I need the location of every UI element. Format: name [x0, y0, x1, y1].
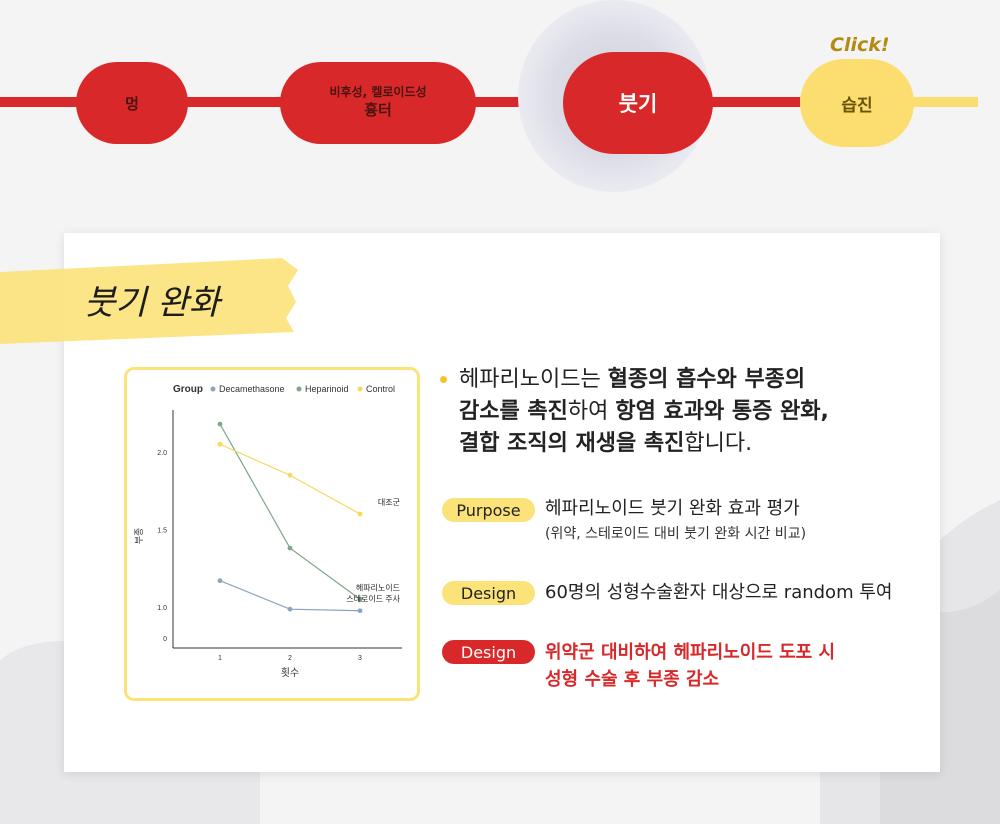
series-line-heparinoid [219, 423, 361, 600]
lead-bullet [440, 376, 447, 383]
data-point-decamethasone [217, 578, 223, 584]
click-hint: Click! [830, 34, 890, 56]
lead-text-2: 하여 [567, 399, 616, 424]
y-axis-label: 부종 [134, 528, 144, 545]
legend-decamethasone: Decamethasone [219, 384, 285, 394]
legend-heparinoid: Heparinoid [305, 384, 349, 394]
y-tick-label: 1.0 [157, 605, 167, 612]
x-axis-label: 횟수 [281, 667, 299, 679]
x-tick-label: 3 [358, 655, 362, 662]
data-point-heparinoid [217, 421, 223, 427]
data-point-control [287, 472, 293, 478]
step-scar-button[interactable]: 비후성, 켈로이드성 흉터 [280, 62, 476, 144]
step-bruise-label: 멍 [125, 94, 139, 113]
x-tick-label: 2 [288, 655, 292, 662]
data-point-control [357, 511, 363, 517]
legend-swatch-decamethasone [210, 386, 216, 392]
step-pigment-label: 습진 [841, 95, 873, 116]
result-text-line2: 성형 수술 후 부종 감소 [545, 669, 720, 690]
purpose-text: 헤파리노이드 붓기 완화 효과 평가 [545, 498, 800, 519]
chart-box: Group Decamethasone Heparinoid Control 부… [124, 367, 420, 701]
data-point-heparinoid [287, 545, 293, 551]
edema-line-chart: Group Decamethasone Heparinoid Control 부… [134, 384, 402, 679]
step-bruise-button[interactable]: 멍 [76, 62, 188, 144]
y-tick-label: 2.0 [157, 450, 167, 457]
section-title: 붓기 완화 [84, 283, 220, 323]
purpose-tag: Purpose [442, 498, 535, 522]
y-tick-label: 1.5 [157, 528, 167, 535]
data-point-decamethasone [287, 606, 293, 612]
data-point-decamethasone [357, 608, 363, 614]
series-label-heparinoid: 헤파리노이드 [356, 582, 400, 592]
title-tape [0, 258, 298, 344]
lead-bold-4: 결합 조직의 재생을 촉진 [459, 431, 685, 456]
result-text-line1: 위약군 대비하여 헤파리노이드 도포 시 [545, 642, 836, 663]
result-tag: Design [442, 640, 535, 664]
step-swelling-label: 붓기 [618, 92, 658, 116]
x-tick-label: 1 [218, 655, 222, 662]
data-point-control [217, 441, 223, 447]
legend-swatch-control [357, 386, 363, 392]
step-swelling-button[interactable]: 붓기 [563, 52, 713, 154]
purpose-subtext: (위약, 스테로이드 대비 붓기 완화 시간 비교) [545, 526, 807, 542]
lead-bold-3: 항염 효과와 통증 완화, [615, 399, 829, 424]
step-pigment-button[interactable]: 습진 [800, 59, 914, 147]
series-label-control: 대조군 [378, 498, 400, 507]
legend-title: Group [173, 384, 203, 395]
series-label-decamethasone: 스테로이드 주사 [346, 594, 400, 604]
design-tag: Design [442, 581, 535, 605]
lead-bold-1: 혈종의 흡수와 부종의 [607, 367, 806, 392]
lead-text-3: 합니다. [684, 431, 753, 456]
lead-bold-2: 감소를 촉진 [459, 399, 568, 424]
step-scar-label-line1: 비후성, 켈로이드성 [329, 85, 427, 100]
series-line-decamethasone [219, 580, 361, 612]
legend-control: Control [366, 384, 395, 394]
data-point-heparinoid [357, 596, 363, 602]
step-scar-label-line2: 흉터 [364, 101, 392, 120]
series-line-control [219, 443, 361, 515]
lead-text-1: 헤파리노이드는 [459, 367, 608, 392]
design-text: 60명의 성형수술환자 대상으로 random 투여 [545, 582, 893, 603]
y-tick-label: 0 [163, 636, 167, 643]
legend-swatch-heparinoid [296, 386, 302, 392]
